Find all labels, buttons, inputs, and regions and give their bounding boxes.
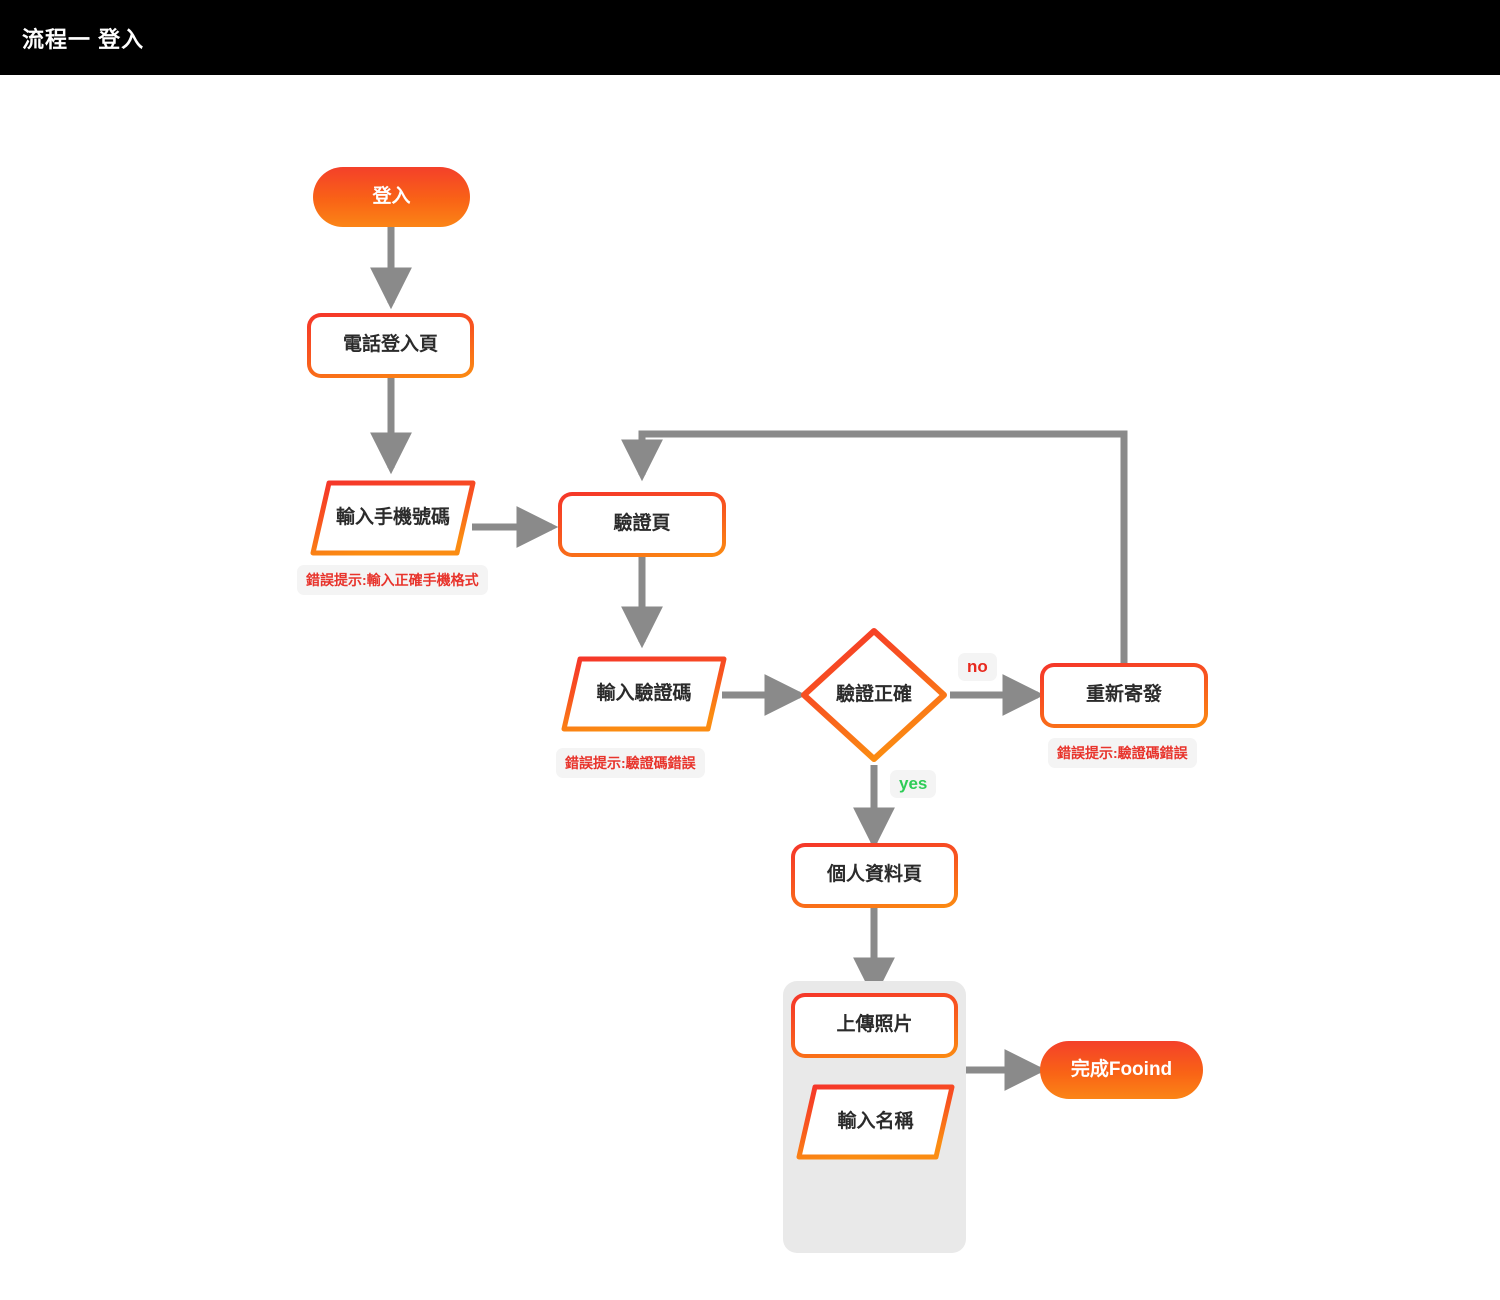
diamond-shape — [801, 628, 947, 762]
parallelogram-shape — [796, 1084, 955, 1160]
flowchart-canvas: 登入 電話登入頁 輸入手機號碼 錯誤提示:輸入正確手機格式 — [0, 75, 1500, 1300]
annotation-phone-format-error: 錯誤提示:輸入正確手機格式 — [297, 565, 488, 595]
annotation-text: 錯誤提示:驗證碼錯誤 — [1057, 745, 1188, 761]
annotation-verification-code-error: 錯誤提示:驗證碼錯誤 — [556, 748, 705, 778]
node-decision-verify-correct[interactable]: 驗證正確 — [798, 625, 950, 765]
edge-label-text: no — [967, 657, 988, 676]
node-label: 驗證正確 — [835, 683, 912, 705]
parallelogram-shape — [310, 480, 476, 556]
node-start-login[interactable]: 登入 — [313, 167, 470, 227]
node-profile-page[interactable]: 個人資料頁 — [791, 843, 958, 908]
node-upload-photo[interactable]: 上傳照片 — [791, 993, 958, 1058]
node-label: 上傳照片 — [836, 1014, 913, 1036]
node-label: 完成Fooind — [1070, 1058, 1173, 1080]
node-enter-phone-number[interactable]: 輸入手機號碼 — [307, 477, 479, 559]
edge-label-no: no — [958, 653, 997, 681]
edge-label-yes: yes — [890, 770, 937, 798]
node-label: 個人資料頁 — [826, 864, 922, 886]
node-label: 登入 — [372, 185, 411, 207]
node-finish-fooind[interactable]: 完成Fooind — [1040, 1041, 1203, 1099]
node-enter-verification-code[interactable]: 輸入驗證碼 — [558, 653, 730, 735]
header-bar: 流程一 登入 — [0, 0, 1500, 75]
node-label: 電話登入頁 — [342, 334, 438, 356]
node-label: 輸入名稱 — [837, 1110, 914, 1132]
node-label: 重新寄發 — [1085, 684, 1162, 706]
flowchart-edges — [370, 227, 1128, 1091]
page-title: 流程一 登入 — [22, 27, 145, 52]
node-enter-name[interactable]: 輸入名稱 — [793, 1081, 958, 1163]
node-label: 驗證頁 — [613, 513, 671, 535]
node-label: 輸入驗證碼 — [596, 682, 692, 704]
annotation-text: 錯誤提示:驗證碼錯誤 — [565, 755, 696, 771]
parallelogram-shape — [561, 656, 727, 732]
node-phone-login-page[interactable]: 電話登入頁 — [307, 313, 474, 378]
node-resend-code[interactable]: 重新寄發 — [1040, 663, 1208, 728]
edge-label-text: yes — [899, 774, 928, 793]
node-label: 輸入手機號碼 — [335, 506, 450, 528]
annotation-text: 錯誤提示:輸入正確手機格式 — [306, 572, 479, 588]
node-verify-page[interactable]: 驗證頁 — [558, 492, 726, 557]
annotation-resend-code-error: 錯誤提示:驗證碼錯誤 — [1048, 738, 1197, 768]
